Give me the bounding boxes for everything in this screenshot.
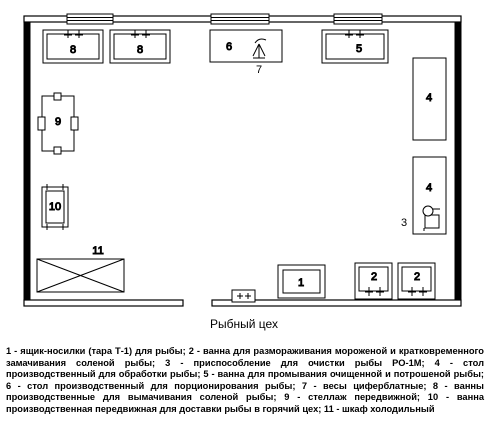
label-3: 3 <box>401 217 407 229</box>
label-4b: 4 <box>426 182 432 194</box>
label-1: 1 <box>298 277 304 289</box>
soaking-bath-left: 8 <box>42 29 104 64</box>
thawing-bath-1: 2 <box>354 262 393 300</box>
legend-text: 1 - ящик-носилки (тара Т-1) для рыбы; 2 … <box>6 346 484 414</box>
soaking-bath-mid: 8 <box>109 29 171 64</box>
window-3 <box>333 13 383 25</box>
bottom-wall-left <box>23 299 184 307</box>
diagram-title: Рыбный цех <box>210 317 278 331</box>
mobile-bath: 10 <box>41 184 69 230</box>
label-2a: 2 <box>371 271 377 283</box>
washing-bath: 5 <box>321 29 389 64</box>
label-10: 10 <box>49 201 61 213</box>
window-1 <box>66 13 114 25</box>
label-9: 9 <box>55 116 61 128</box>
bottom-wall-right <box>211 299 462 307</box>
label-8a: 8 <box>70 44 76 56</box>
wall-socket <box>231 289 256 303</box>
fish-cleaner-device <box>422 205 440 231</box>
production-table-upper: 4 <box>412 57 447 141</box>
label-7: 7 <box>256 64 262 76</box>
left-wall <box>23 21 31 301</box>
label-4a: 4 <box>426 92 432 104</box>
refrigerator-cabinet: 11 <box>36 245 125 293</box>
portioning-table: 6 <box>209 29 283 63</box>
label-11: 11 <box>92 245 103 257</box>
crate-carrier: 1 <box>277 264 326 299</box>
dial-scale-icon <box>252 38 267 59</box>
label-2b: 2 <box>414 271 420 283</box>
thawing-bath-2: 2 <box>397 262 436 300</box>
right-wall <box>454 21 462 301</box>
label-5: 5 <box>356 43 362 55</box>
label-6: 6 <box>226 41 232 53</box>
movable-rack: 9 <box>37 92 79 155</box>
floor-plan: 8 8 6 7 5 4 4 3 <box>23 13 462 307</box>
label-8b: 8 <box>137 44 143 56</box>
window-2 <box>210 13 270 25</box>
windows <box>66 13 383 25</box>
